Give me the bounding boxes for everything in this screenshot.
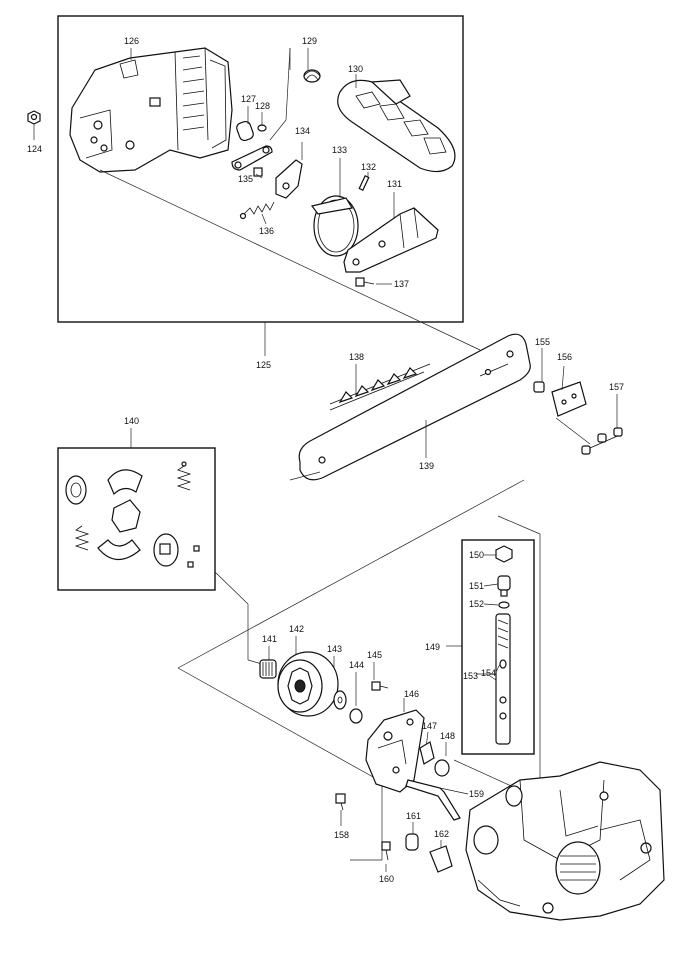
sprocket-cover-part[interactable] xyxy=(69,47,233,173)
label-127: 127 xyxy=(241,94,256,104)
tensioner-screw-part[interactable] xyxy=(581,427,623,455)
label-126: 126 xyxy=(124,36,139,46)
label-131: 131 xyxy=(387,179,402,189)
leader-lines-clutch xyxy=(177,479,541,872)
spring-129-part[interactable] xyxy=(303,69,321,83)
screw-160-part[interactable] xyxy=(381,841,391,861)
brake-spring-136-part[interactable] xyxy=(239,201,275,220)
label-153: 153 xyxy=(463,671,478,681)
clutch-drum-part[interactable] xyxy=(277,651,339,717)
oil-pump-cover-part[interactable] xyxy=(365,709,425,793)
saw-chain-part[interactable] xyxy=(329,363,431,411)
clutch-part[interactable] xyxy=(65,461,200,568)
bar-plate-part[interactable] xyxy=(551,381,587,417)
label-145: 145 xyxy=(367,650,382,660)
label-132: 132 xyxy=(361,162,376,172)
label-148: 148 xyxy=(440,731,455,741)
label-143: 143 xyxy=(327,644,342,654)
oil-pump-assembly-part[interactable] xyxy=(495,545,513,745)
label-139: 139 xyxy=(419,461,434,471)
label-138: 138 xyxy=(349,352,364,362)
label-150: 150 xyxy=(469,550,484,560)
brake-link-part[interactable] xyxy=(231,145,273,177)
label-137: 137 xyxy=(394,279,409,289)
label-155: 155 xyxy=(535,337,550,347)
label-146: 146 xyxy=(404,689,419,699)
label-156: 156 xyxy=(557,352,572,362)
bolt-155-part[interactable] xyxy=(533,381,545,393)
cover-nut-part[interactable] xyxy=(27,110,41,125)
brake-band-part[interactable] xyxy=(310,195,359,257)
label-162: 162 xyxy=(434,829,449,839)
label-129: 129 xyxy=(302,36,317,46)
screw-137-part[interactable] xyxy=(355,277,375,287)
guide-bar-part[interactable] xyxy=(298,333,531,481)
oil-pump-assembly-frame xyxy=(461,539,535,755)
label-147: 147 xyxy=(422,721,437,731)
label-159: 159 xyxy=(469,789,484,799)
cover-assembly-frame xyxy=(57,15,464,323)
label-128: 128 xyxy=(255,101,270,111)
brake-lever-part[interactable] xyxy=(275,159,303,199)
oil-pipe-part[interactable] xyxy=(405,779,461,821)
pin-132-part[interactable] xyxy=(358,175,370,191)
washer-143-part[interactable] xyxy=(333,690,347,710)
label-124: 124 xyxy=(27,144,42,154)
label-160: 160 xyxy=(379,874,394,884)
label-152: 152 xyxy=(469,599,484,609)
label-141: 141 xyxy=(262,634,277,644)
screw-145-part[interactable] xyxy=(371,681,389,691)
part-number-labels: 124 125 126 127 128 129 130 131 132 133 … xyxy=(27,36,624,884)
pin-127-part[interactable] xyxy=(235,120,254,142)
hand-guard-part[interactable] xyxy=(337,79,456,173)
label-134: 134 xyxy=(295,126,310,136)
collar-144-part[interactable] xyxy=(349,708,363,724)
label-130: 130 xyxy=(348,64,363,74)
label-154: 154 xyxy=(481,668,496,678)
leader-lines-bar xyxy=(289,348,618,481)
label-133: 133 xyxy=(332,145,347,155)
pump-gear-part[interactable] xyxy=(419,741,435,765)
clutch-assembly-frame xyxy=(57,447,216,591)
screw-158-part[interactable] xyxy=(335,793,346,811)
label-135: 135 xyxy=(238,174,253,184)
plate-162-part[interactable] xyxy=(429,845,453,873)
cap-148-part[interactable] xyxy=(434,759,450,777)
label-149: 149 xyxy=(425,642,440,652)
leader-lines-pump xyxy=(483,554,501,681)
label-161: 161 xyxy=(406,811,421,821)
label-144: 144 xyxy=(349,660,364,670)
leader-lines-top xyxy=(33,47,481,351)
label-157: 157 xyxy=(609,382,624,392)
pin-161-part[interactable] xyxy=(405,833,419,851)
label-142: 142 xyxy=(289,624,304,634)
label-151: 151 xyxy=(469,581,484,591)
needle-bearing-part[interactable] xyxy=(259,659,277,679)
label-125: 125 xyxy=(256,360,271,370)
label-158: 158 xyxy=(334,830,349,840)
label-140: 140 xyxy=(124,416,139,426)
brake-bracket-part[interactable] xyxy=(343,207,439,273)
label-136: 136 xyxy=(259,226,274,236)
crankcase-part[interactable] xyxy=(465,761,665,921)
